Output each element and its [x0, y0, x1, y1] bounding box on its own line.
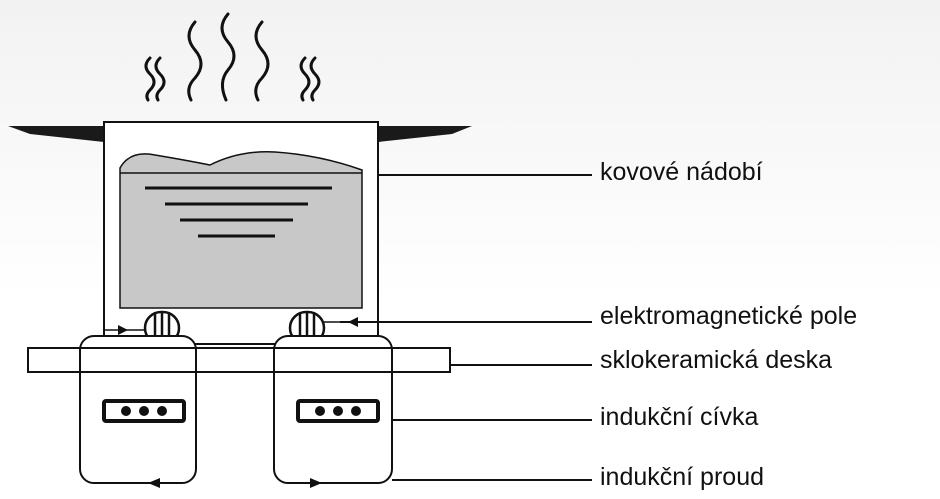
heat-steam-icon [144, 12, 321, 102]
steam-wave [220, 12, 236, 102]
arrow-icon [310, 478, 322, 488]
steam-wave [187, 20, 203, 102]
induction-coil-indicator [102, 399, 186, 423]
steam-wave [254, 20, 270, 102]
label-metal-cookware: kovové nádobí [600, 158, 763, 186]
leader-lines [340, 174, 592, 481]
label-induced-current: indukční proud [600, 463, 765, 491]
steam-wave [309, 56, 321, 102]
arrow-icon [118, 325, 128, 335]
liquid-lines [145, 186, 332, 238]
label-glass-ceramic-plate: sklokeramická deska [600, 346, 833, 374]
liquid-surface [119, 151, 363, 309]
induction-coil-indicator [296, 399, 380, 423]
pot-handle-left [8, 126, 104, 142]
arrow-icon [148, 478, 160, 488]
label-induction-coil: indukční cívka [600, 403, 759, 431]
pot-handle-right [378, 126, 472, 142]
steam-wave [299, 56, 311, 102]
steam-wave [144, 56, 156, 102]
steam-wave [154, 56, 166, 102]
label-electromagnetic-field: elektromagnetické pole [600, 302, 858, 330]
